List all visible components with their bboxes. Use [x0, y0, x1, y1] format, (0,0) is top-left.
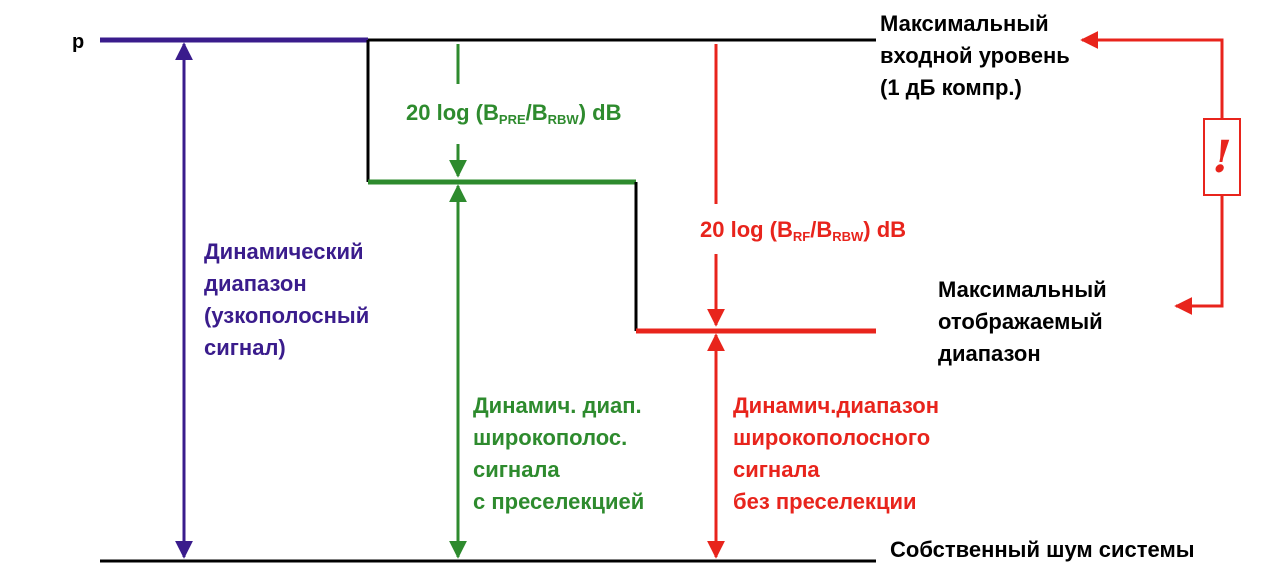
label-line: Максимальный [880, 11, 1049, 36]
label-line: широкополос. [473, 425, 628, 450]
label-line: диапазон [204, 271, 307, 296]
warning-box: ! [1203, 118, 1241, 196]
label-line: отображаемый [938, 309, 1103, 334]
max-display-label: Максимальный отображаемый диапазон [938, 274, 1107, 370]
label-line: Максимальный [938, 277, 1107, 302]
label-line: сигнал) [204, 335, 286, 360]
label-line: Динамический [204, 239, 364, 264]
label-line: входной уровень [880, 43, 1070, 68]
level-p-label: p [72, 31, 85, 53]
noise-floor-label: Собственный шум системы [890, 537, 1195, 562]
max-input-label: Максимальный входной уровень (1 дБ компр.) [880, 8, 1070, 104]
label-line: Динамич.диапазон [733, 393, 940, 418]
formula-rf: 20 log (BRF/BRBW) dB [700, 217, 907, 244]
preselect-range-label: Динамич. диап. широкополос. сигнала с пресе… [473, 390, 644, 518]
label-line: сигнала [473, 457, 560, 482]
label-line: широкополосного [733, 425, 931, 450]
no-preselect-range-label: Динамич.диапазон широкополосного сигнала бе… [733, 390, 939, 518]
label-line: (узкополосный [204, 303, 370, 328]
label-line: сигнала [733, 457, 820, 482]
label-line: Динамич. диап. [473, 393, 642, 418]
narrowband-range-label: Динамический диапазон (узкополосный сигнал) [204, 236, 369, 364]
label-line: с преселекцией [473, 489, 645, 514]
label-line: без преселекции [733, 489, 917, 514]
formula-preselect: 20 log (BPRE/BRBW) dB [406, 100, 622, 127]
warning-mark: ! [1212, 131, 1232, 183]
label-line: (1 дБ компр.) [880, 75, 1022, 100]
label-line: диапазон [938, 341, 1041, 366]
bracket-connector [1086, 38, 1224, 308]
